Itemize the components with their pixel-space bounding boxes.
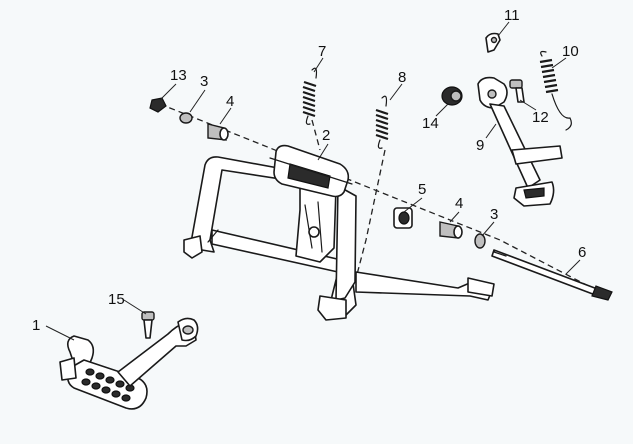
- bolt-15: [141, 311, 155, 339]
- callout-7: 7: [318, 43, 326, 60]
- washer-left: [179, 112, 193, 124]
- callout-5: 5: [418, 181, 426, 198]
- callout-2: 2: [322, 127, 330, 144]
- nut-13: [149, 97, 167, 113]
- bolt-12: [509, 79, 525, 103]
- assembly-axis-lines: [159, 103, 601, 293]
- rubber-bump: [441, 86, 463, 106]
- axle-bolt: [491, 249, 613, 301]
- callout-12: 12: [532, 109, 549, 126]
- callout-15: 15: [108, 291, 125, 308]
- callout-11: 11: [504, 7, 520, 24]
- callout-4-right: 4: [455, 195, 463, 212]
- center-stand: [183, 144, 495, 321]
- callout-6: 6: [578, 244, 586, 261]
- spring-8: [375, 95, 389, 149]
- callout-10: 10: [562, 43, 579, 60]
- kick-lever: [59, 317, 199, 410]
- washer-right: [474, 233, 486, 249]
- callout-1: 1: [32, 317, 40, 334]
- collar-left: [207, 123, 229, 141]
- callout-3-left: 3: [200, 73, 208, 90]
- leader-lines: [45, 21, 581, 341]
- callout-13: 13: [170, 67, 187, 84]
- callout-14: 14: [422, 115, 439, 132]
- callout-9: 9: [476, 137, 484, 154]
- spring-7: [302, 67, 318, 125]
- collar-right: [439, 221, 463, 239]
- side-stand: [477, 76, 563, 207]
- callout-4-left: 4: [226, 93, 234, 110]
- callout-8: 8: [398, 69, 406, 86]
- pivot-bushing: [393, 207, 413, 229]
- clip-11: [485, 32, 501, 53]
- callout-3-right: 3: [490, 206, 498, 223]
- spring-10: [539, 50, 572, 131]
